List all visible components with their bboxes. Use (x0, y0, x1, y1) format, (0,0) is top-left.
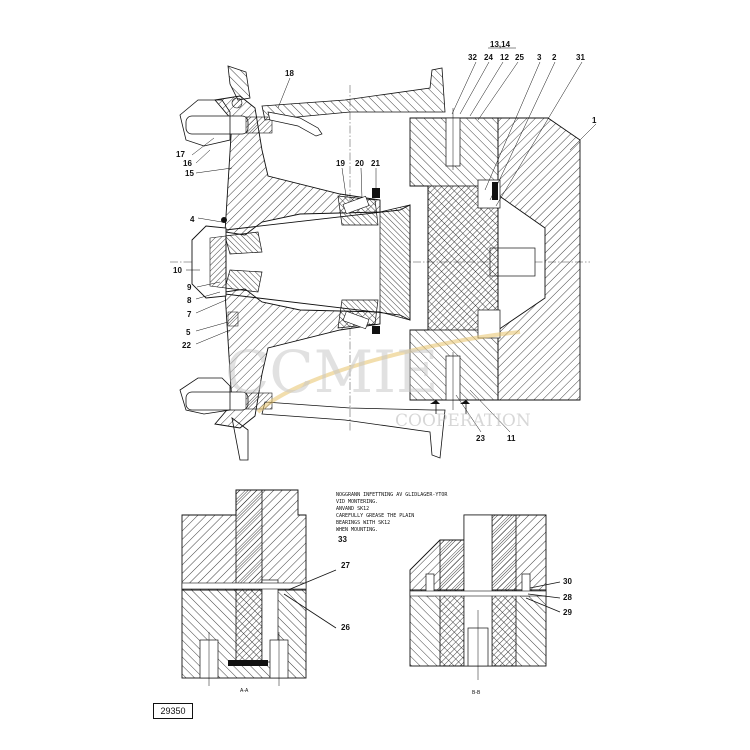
callout-1: 1 (592, 116, 597, 125)
seal-21-lower (372, 326, 380, 334)
callout-30: 30 (563, 577, 572, 586)
watermark-text-main: CCMIE (225, 338, 438, 406)
callout-3: 3 (537, 53, 542, 62)
rim-flange-lower-left (231, 417, 249, 461)
roller-upper (342, 195, 370, 215)
wheel-nut-upper (179, 99, 231, 147)
callout-15: 15 (185, 169, 194, 178)
note-line-6: WHEN MOUNTING. (336, 527, 378, 533)
watermark-logo: CCMIE COOPERATION (225, 330, 531, 431)
wheel-nut-lower (179, 377, 231, 415)
grease-nipple (267, 111, 323, 137)
callout-22: 22 (182, 341, 191, 350)
note-line-2: VID MONTERING. (336, 499, 378, 505)
callout-8: 8 (187, 296, 192, 305)
callout-21: 21 (371, 159, 380, 168)
note-line-3: ANVAND SK12 (336, 506, 369, 512)
section-b-b-label: B-B (472, 690, 481, 696)
callout-26: 26 (341, 623, 350, 632)
disc-stack (427, 185, 499, 331)
rim-lower (261, 401, 446, 459)
main-section-view (170, 65, 590, 461)
wheel-stud-upper (185, 115, 249, 135)
callout-labels: 1 2 3 4 5 7 8 9 10 11 12 13,14 15 16 17 … (173, 40, 597, 632)
seal-21-upper (372, 188, 380, 198)
callout-25: 25 (515, 53, 524, 62)
callout-29: 29 (563, 608, 572, 617)
note-reference: 33 (338, 535, 347, 544)
callout-16: 16 (183, 159, 192, 168)
seal-31 (492, 182, 498, 200)
callout-13-14: 13,14 (490, 40, 511, 49)
inner-bearing-upper (224, 231, 263, 255)
callout-11: 11 (507, 434, 516, 443)
section-b-b-view: B-B (409, 514, 561, 696)
piston-lower (477, 309, 501, 339)
callout-5: 5 (186, 328, 191, 337)
seal-ring (231, 97, 243, 109)
grease-note: NOGGRANN INFETTNING AV GLIDLAGER-YTOR VI… (336, 492, 448, 544)
seal-5 (227, 311, 239, 327)
leader-lines (186, 47, 597, 433)
callout-9: 9 (187, 283, 192, 292)
rim-upper (261, 67, 446, 121)
callout-4: 4 (190, 215, 195, 224)
callout-31: 31 (576, 53, 585, 62)
callout-27: 27 (341, 561, 350, 570)
note-line-5: BEARINGS WITH SK12 (336, 520, 390, 526)
roller-lower (342, 310, 370, 330)
callout-17: 17 (176, 150, 185, 159)
inner-bearing-lower (224, 269, 263, 293)
stud-thread-upper (245, 116, 273, 134)
axle-nut (209, 235, 227, 289)
spindle-neck (379, 204, 411, 321)
callout-19: 19 (336, 159, 345, 168)
callout-7: 7 (187, 310, 192, 319)
callout-28: 28 (563, 593, 572, 602)
callout-18: 18 (285, 69, 294, 78)
rim-flange-upper-left (227, 65, 251, 101)
section-a-a-label: A-A (240, 688, 249, 694)
note-line-4: CAREFULLY GREASE THE PLAIN (336, 513, 414, 519)
callout-23: 23 (476, 434, 485, 443)
section-a-a-view: A-A (181, 489, 337, 694)
callout-12: 12 (500, 53, 509, 62)
callout-2: 2 (552, 53, 557, 62)
watermark-swoosh (256, 330, 521, 414)
callout-20: 20 (355, 159, 364, 168)
watermark-text-sub: COOPERATION (395, 411, 531, 431)
callout-10: 10 (173, 266, 182, 275)
callout-24: 24 (484, 53, 493, 62)
callout-32: 32 (468, 53, 477, 62)
drawing-number-box: 29350 (153, 703, 193, 719)
note-line-1: NOGGRANN INFETTNING AV GLIDLAGER-YTOR (336, 492, 448, 498)
oring-4 (221, 217, 227, 223)
